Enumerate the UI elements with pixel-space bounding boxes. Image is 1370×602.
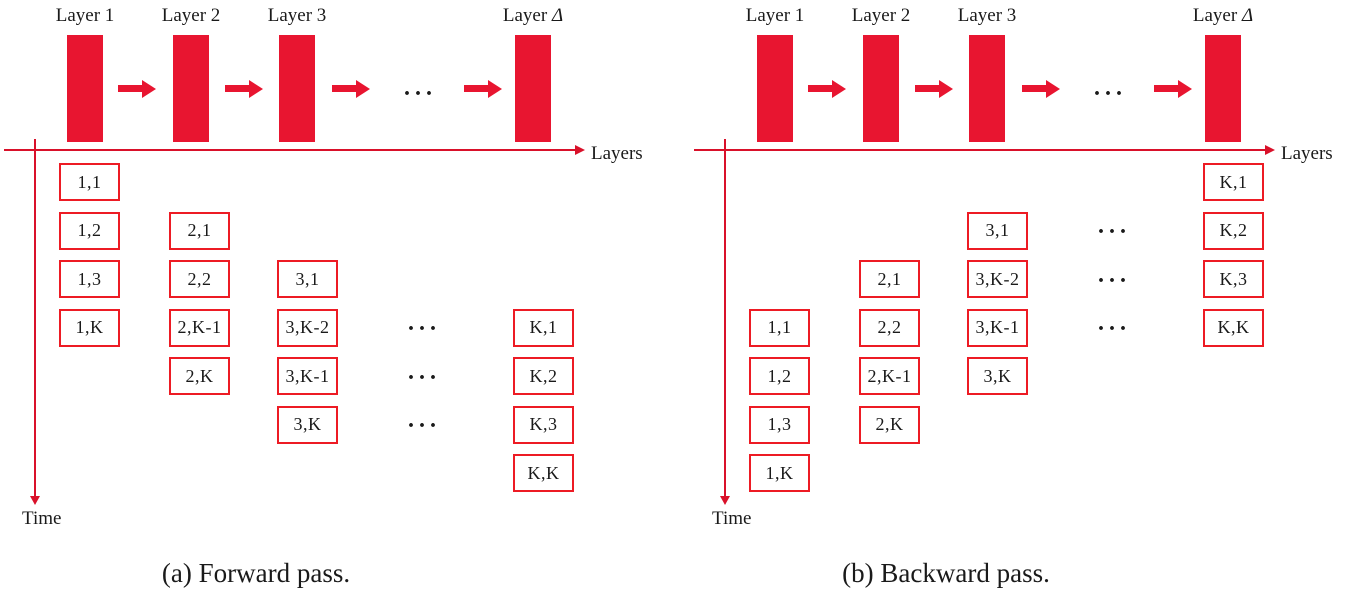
flow-arrow-icon [808,85,832,92]
schedule-cell: 2,K-1 [859,357,920,395]
ellipsis-icon: ... [408,407,441,433]
layer-name-label: Layer Δ [1192,5,1254,26]
schedule-cell: 3,K [967,357,1028,395]
flow-arrow-icon [118,85,142,92]
layers-axis-line [694,145,1275,155]
schedule-cell: 2,K [169,357,230,395]
schedule-cell: 3,K [277,405,338,444]
schedule-cell: K,K [1203,308,1264,347]
time-axis-label: Time [22,508,62,529]
time-axis-line [720,139,730,505]
layer-bar [67,35,103,142]
schedule-cell: 1,2 [749,357,810,395]
layer-bar [515,35,551,142]
schedule-cell: 3,1 [277,260,338,298]
ellipsis-icon: ... [408,358,441,385]
layer-bar [757,35,793,142]
schedule-cell: 3,K-1 [967,308,1028,347]
flow-arrow-icon [1022,85,1046,92]
flow-arrow-icon [464,85,488,92]
schedule-cell: 1,3 [59,260,120,298]
time-axis-label: Time [712,508,752,529]
caption-forward-pass: (a) Forward pass. [161,558,351,588]
schedule-cell: 2,1 [169,211,230,250]
schedule-cell: 3,K-1 [277,357,338,395]
ellipsis-icon: ... [404,74,437,101]
schedule-cell: 2,2 [169,260,230,298]
ellipsis-icon: ... [1098,213,1131,239]
layer-bar [279,35,315,142]
schedule-cell: K,1 [1203,163,1264,201]
layer-name-label: Layer 1 [745,5,805,26]
schedule-cell: 3,K-2 [967,260,1028,298]
ellipsis-icon: ... [1098,261,1131,288]
layer-bar [863,35,899,142]
schedule-cell: 1,2 [59,211,120,250]
delta-symbol: Δ [1241,5,1254,26]
schedule-cell: 3,K-2 [277,308,338,347]
schedule-cell: 1,K [59,308,120,347]
layers-axis-label: Layers [1281,143,1333,164]
schedule-cell: 1,K [749,454,810,492]
delta-symbol: Δ [551,5,564,26]
layer-name-label: Layer 2 [851,5,911,26]
ellipsis-icon: ... [1098,310,1131,336]
schedule-cell: 2,1 [859,260,920,298]
layer-name-label: Layer 1 [55,5,115,26]
layers-axis-label: Layers [591,143,643,164]
layer-name-label: Layer 3 [267,5,327,26]
panel-backward-pass: Layers Time (b) Backward pass. Layer 1 La… [690,0,1370,602]
layer-name-label: Layer 3 [957,5,1017,26]
flow-arrow-icon [332,85,356,92]
schedule-cell: 2,K-1 [169,308,230,347]
layer-bar [173,35,209,142]
schedule-cell: 2,2 [859,308,920,347]
caption-backward-pass: (b) Backward pass. [842,558,1050,588]
layer-bar [969,35,1005,142]
ellipsis-icon: ... [408,310,441,336]
layers-axis-line [4,145,585,155]
schedule-cell: K,1 [513,308,574,347]
time-axis-line [30,139,40,505]
schedule-cell: 1,1 [749,308,810,347]
schedule-cell: K,2 [513,357,574,395]
panel-forward-pass: Layers Time (a) Forward pass. Layer 1 Lay… [0,0,685,602]
layer-name-label: Layer 2 [161,5,221,26]
flow-arrow-icon [225,85,249,92]
flow-arrow-icon [1154,85,1178,92]
schedule-cell: K,3 [513,405,574,444]
layer-name-label: Layer Δ [502,5,564,26]
schedule-cell: K,K [513,454,574,492]
schedule-cell: 1,3 [749,405,810,444]
schedule-cell: K,3 [1203,260,1264,298]
layer-bar [1205,35,1241,142]
schedule-cell: 2,K [859,405,920,444]
schedule-cell: 1,1 [59,163,120,201]
schedule-cell: 3,1 [967,211,1028,250]
ellipsis-icon: ... [1094,74,1127,101]
flow-arrow-icon [915,85,939,92]
schedule-cell: K,2 [1203,211,1264,250]
